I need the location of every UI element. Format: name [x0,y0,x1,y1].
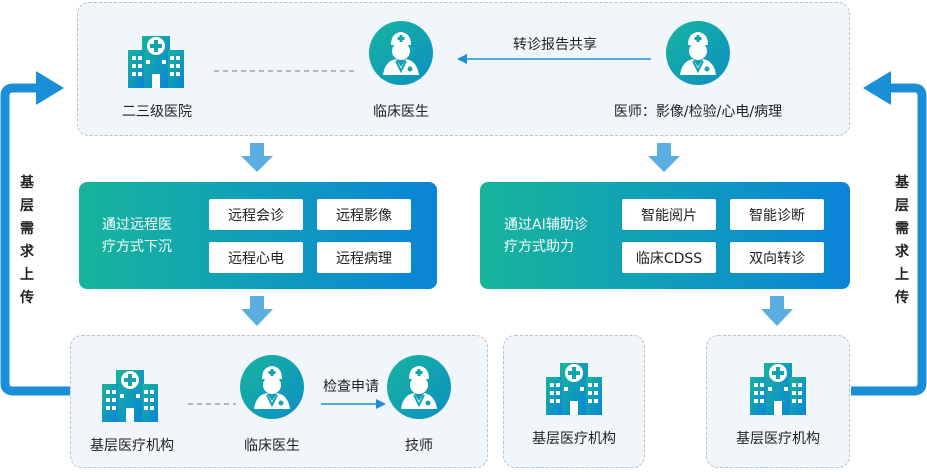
clinician-avatar-icon-bottom [240,355,304,419]
specialist-avatar-icon [666,21,730,85]
hospital-icon [128,36,184,88]
right-upload-arrowhead [863,71,891,105]
chip-two-way-referral: 双向转诊 [730,242,824,273]
hospital-label: 二三级医院 [122,104,192,120]
clinician-label-bottom: 临床医生 [244,438,300,454]
specialist-label: 医师：影像/检验/心电/病理 [613,104,783,120]
right-side-label: 基层需 求上传 [895,175,909,306]
remote-panel-title-line1: 通过远程医 [102,217,172,233]
chip-smart-reading: 智能阅片 [622,199,716,230]
clinician-avatar-icon [369,21,433,85]
chip-smart-diagnosis: 智能诊断 [730,199,824,230]
down-arrow-left-top [241,143,273,172]
left-side-label: 基层需 求上传 [20,175,34,306]
clinician-label: 临床医生 [373,104,429,120]
right-upload-loop-arrow [851,83,927,396]
chip-remote-imaging: 远程影像 [317,199,411,230]
ai-panel-title-line1: 通过AI辅助诊 [504,217,588,233]
technician-label: 技师 [405,438,433,454]
chip-remote-pathology: 远程病理 [317,242,411,273]
institution-icon-middle [546,363,602,415]
technician-avatar-icon [387,355,451,419]
institution-label-right: 基层医疗机构 [736,431,820,447]
request-arrow-label: 检查申请 [323,379,379,395]
institution-label: 基层医疗机构 [90,438,174,454]
institution-icon [102,370,158,422]
share-arrow-label: 转诊报告共享 [513,37,597,53]
institution-label-middle: 基层医疗机构 [532,431,616,447]
left-upload-loop-arrow [0,83,72,396]
left-upload-arrowhead [36,71,64,105]
ai-panel-title-line2: 疗方式助力 [504,239,574,255]
down-arrow-left-bottom [241,296,273,326]
chip-remote-ecg: 远程心电 [209,242,303,273]
institution-icon-right [750,363,806,415]
chip-clinical-cdss: 临床CDSS [622,242,716,273]
down-arrow-right-top [648,143,680,172]
chip-remote-consultation: 远程会诊 [209,199,303,230]
down-arrow-right-bottom [761,296,793,326]
remote-panel-title-line2: 疗方式下沉 [102,239,172,255]
